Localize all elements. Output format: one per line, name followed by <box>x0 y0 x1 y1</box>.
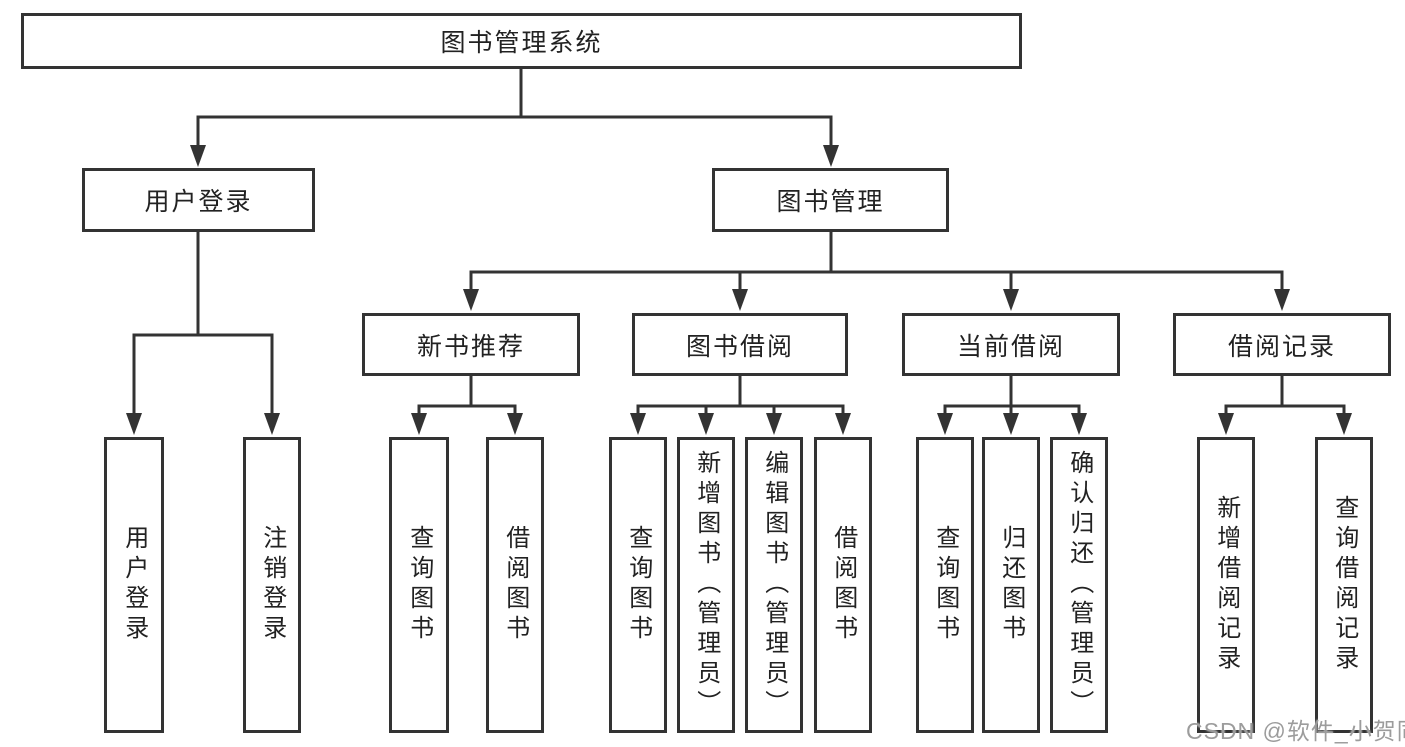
node-current-borrow: 当前借阅 <box>902 313 1120 376</box>
node-book-borrow: 图书借阅 <box>632 313 848 376</box>
leaf-edit-book-admin: 编辑图书（管理员） <box>745 437 803 733</box>
node-book-management: 图书管理 <box>712 168 949 232</box>
leaf-add-book-admin-label: 新增图书（管理员） <box>692 450 720 720</box>
leaf-query-books-current-label: 查询图书 <box>931 525 959 645</box>
leaf-return-book: 归还图书 <box>982 437 1040 733</box>
leaf-logout-label: 注销登录 <box>258 525 286 645</box>
leaf-user-login-label: 用户登录 <box>120 525 148 645</box>
leaf-query-books-recommend: 查询图书 <box>389 437 449 733</box>
node-new-book-recommend-label: 新书推荐 <box>416 332 525 361</box>
leaf-user-login: 用户登录 <box>104 437 164 733</box>
node-current-borrow-label: 当前借阅 <box>956 332 1065 361</box>
leaf-logout: 注销登录 <box>243 437 301 733</box>
leaf-query-borrow-record: 查询借阅记录 <box>1315 437 1373 733</box>
node-book-management-label: 图书管理 <box>776 188 885 216</box>
node-borrow-records: 借阅记录 <box>1173 313 1391 376</box>
leaf-borrow-books: 借阅图书 <box>814 437 872 733</box>
node-library-system-label: 图书管理系统 <box>440 29 603 57</box>
node-book-borrow-label: 图书借阅 <box>685 332 794 361</box>
leaf-edit-book-admin-label: 编辑图书（管理员） <box>760 450 788 720</box>
leaf-query-books-borrow-label: 查询图书 <box>624 525 652 645</box>
leaf-add-book-admin: 新增图书（管理员） <box>677 437 735 733</box>
leaf-borrow-books-recommend-label: 借阅图书 <box>501 525 529 645</box>
watermark-text: CSDN @软件_小贺同学 <box>1186 718 1405 744</box>
leaf-query-books-current: 查询图书 <box>916 437 974 733</box>
leaf-borrow-books-label: 借阅图书 <box>829 525 857 645</box>
leaf-confirm-return-admin-label: 确认归还（管理员） <box>1065 450 1093 720</box>
leaf-add-borrow-record: 新增借阅记录 <box>1197 437 1255 733</box>
leaf-return-book-label: 归还图书 <box>997 525 1025 645</box>
node-borrow-records-label: 借阅记录 <box>1227 332 1336 361</box>
leaf-confirm-return-admin: 确认归还（管理员） <box>1050 437 1108 733</box>
leaf-query-books-borrow: 查询图书 <box>609 437 667 733</box>
node-user-login: 用户登录 <box>82 168 315 232</box>
node-library-system: 图书管理系统 <box>21 13 1022 69</box>
node-new-book-recommend: 新书推荐 <box>362 313 580 376</box>
leaf-borrow-books-recommend: 借阅图书 <box>486 437 544 733</box>
leaf-query-borrow-record-label: 查询借阅记录 <box>1330 495 1358 675</box>
leaf-query-books-recommend-label: 查询图书 <box>405 525 433 645</box>
node-user-login-label: 用户登录 <box>144 188 253 216</box>
leaf-add-borrow-record-label: 新增借阅记录 <box>1212 495 1240 675</box>
